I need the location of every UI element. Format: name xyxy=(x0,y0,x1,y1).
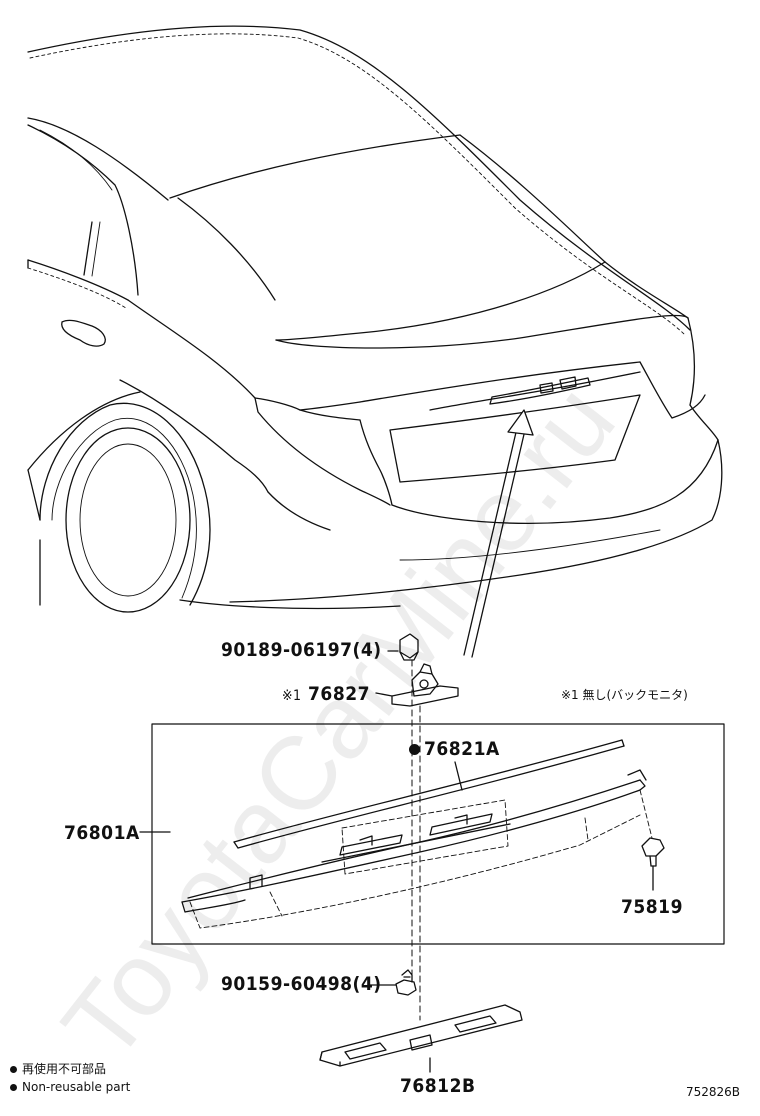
location-arrow xyxy=(463,409,534,658)
bolt-90189-icon xyxy=(387,633,419,661)
note-text: ※1 無し(バックモニタ) xyxy=(561,688,688,702)
legend-jp: 再使用不可部品 xyxy=(10,1063,106,1075)
car-body-outline xyxy=(27,25,723,613)
legend-dot-icon xyxy=(10,1084,17,1091)
assembly-box xyxy=(151,723,725,945)
screw-90159-icon xyxy=(369,969,417,996)
label-76827-number: 76827 xyxy=(308,683,370,705)
label-90189-06197: 90189-06197(4) xyxy=(221,639,382,661)
diagram-id: 752826B xyxy=(686,1085,741,1099)
label-75819: 75819 xyxy=(621,896,683,918)
label-76801a: 76801A xyxy=(64,822,140,844)
label-76821a: 76821A xyxy=(409,740,500,759)
note-marker: ※1 xyxy=(282,688,302,704)
legend-dot-icon xyxy=(10,1066,17,1073)
molding-76821a-icon xyxy=(233,739,625,849)
non-reusable-dot-icon xyxy=(409,744,420,755)
legend-en: Non-reusable part xyxy=(10,1081,130,1093)
label-76827: ※1 76827 xyxy=(282,685,370,704)
legend-jp-text: 再使用不可部品 xyxy=(22,1062,107,1076)
lower-cover-76812b-icon xyxy=(319,1004,523,1073)
camera-bracket-76827-icon xyxy=(375,663,459,707)
garnish-76801a-icon xyxy=(139,769,647,929)
label-76812b: 76812B xyxy=(400,1075,476,1097)
label-90159-60498: 90159-60498(4) xyxy=(221,973,382,995)
label-76821a-number: 76821A xyxy=(424,738,500,760)
clip-75819-icon xyxy=(639,789,665,891)
legend-en-text: Non-reusable part xyxy=(22,1080,131,1094)
